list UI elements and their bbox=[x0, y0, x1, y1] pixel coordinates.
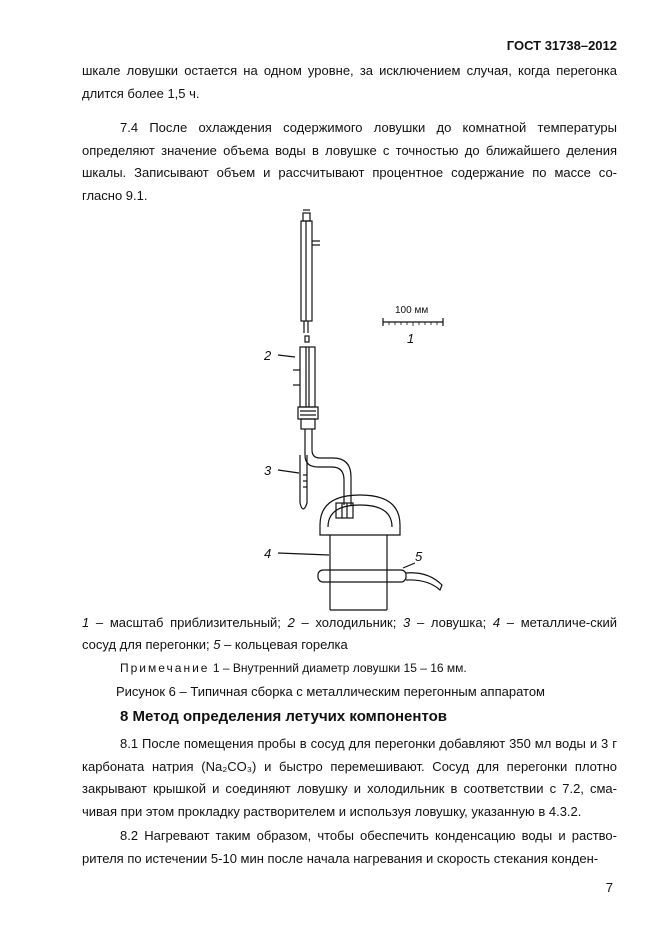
caption-num: 5 bbox=[213, 637, 221, 652]
note-label: Примечание bbox=[120, 661, 210, 675]
figure-title: Рисунок 6 – Типичная сборка с металличес… bbox=[116, 684, 545, 699]
caption-num: 1 bbox=[82, 615, 90, 630]
figure-label-1: 1 bbox=[407, 331, 414, 346]
note-text: 1 – Внутренний диаметр ловушки 15 – 16 м… bbox=[212, 661, 467, 675]
figure-label-2: 2 bbox=[263, 348, 272, 363]
apparatus-figure: 100 мм 1 2 3 4 5 bbox=[263, 209, 444, 611]
figure-note: Примечание 1 – Внутренний диаметр ловушк… bbox=[120, 661, 467, 675]
figure-label-5: 5 bbox=[415, 549, 423, 564]
figure-caption: 1 – масштаб приблизительный; 2 – холодил… bbox=[82, 612, 617, 656]
paragraph-line: длится более 1,5 ч. bbox=[82, 86, 200, 101]
caption-text: – холодильник; bbox=[294, 615, 404, 630]
paragraph-8-2: 8.2 Нагревают таким образом, чтобы обесп… bbox=[82, 828, 617, 866]
paragraph-7-4: 7.4 После охлаждения содержимого ловушки… bbox=[82, 120, 617, 203]
caption-text: – кольцевая горелка bbox=[220, 637, 348, 652]
caption-num: 4 bbox=[492, 615, 501, 630]
caption-text: – ловушка; bbox=[410, 615, 493, 630]
caption-num: 3 bbox=[403, 615, 411, 630]
figure-label-4: 4 bbox=[264, 546, 271, 561]
page-number: 7 bbox=[605, 880, 613, 895]
caption-num: 2 bbox=[287, 615, 295, 630]
caption-text: – металличе-ский сосуд для перегонки; bbox=[82, 615, 617, 652]
paragraph-8-1: 8.1 После помещения пробы в сосуд для пе… bbox=[82, 736, 617, 819]
caption-text: – масштаб приблизительный; bbox=[89, 615, 288, 630]
figure-label-3: 3 bbox=[264, 463, 272, 478]
section-heading: 8 Метод определения летучих компонентов bbox=[120, 708, 447, 725]
paragraph-line: шкале ловушки остается на одном уровне, … bbox=[82, 63, 617, 78]
standard-number: ГОСТ 31738–2012 bbox=[506, 38, 617, 53]
scale-label: 100 мм bbox=[395, 305, 428, 316]
